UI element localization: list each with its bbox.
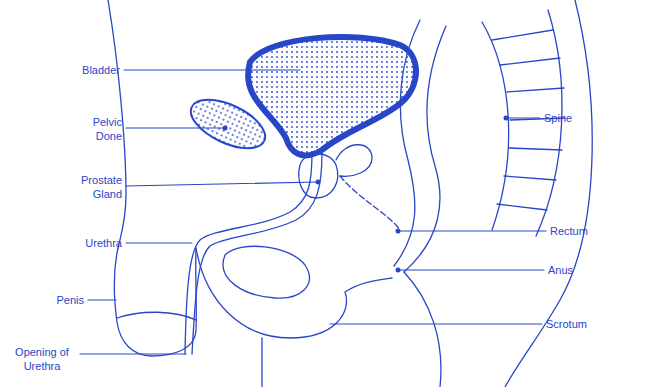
leader-dot — [396, 268, 401, 273]
part-label: Rectum — [550, 224, 640, 238]
leader-line — [88, 299, 116, 300]
leader-line — [126, 182, 318, 186]
part-label: Bladder — [40, 63, 120, 77]
leader-line — [398, 230, 546, 231]
pelvic-bone — [184, 90, 273, 158]
part-label: Pelvic Done — [70, 115, 122, 143]
leader-line — [80, 353, 186, 354]
part-label: Anus — [548, 263, 638, 277]
leader-line — [330, 323, 542, 324]
leader-dot — [396, 229, 401, 234]
part-label: Prostate Gland — [50, 173, 122, 201]
leader-dot — [223, 126, 228, 131]
testis-outline — [223, 246, 309, 298]
leader-line — [398, 269, 544, 270]
vesicle-outline — [336, 145, 372, 177]
part-label: Urethra — [40, 236, 122, 250]
rectum-wall — [394, 20, 420, 266]
leader-dot — [504, 116, 509, 121]
bladder-wall — [248, 37, 416, 155]
spine-edge — [482, 22, 509, 230]
leader-dot — [316, 180, 321, 185]
leader-line — [506, 117, 540, 118]
thigh-line — [261, 338, 262, 387]
buttock-line — [404, 272, 441, 387]
vas-line — [340, 176, 400, 230]
part-label: Spine — [544, 111, 634, 125]
penis-outline — [114, 248, 196, 356]
leader-line — [124, 69, 300, 70]
part-label: Opening of Urethra — [4, 345, 80, 373]
part-label: Penis — [20, 293, 84, 307]
leader-line — [126, 242, 192, 243]
glans-line — [117, 312, 196, 320]
rectum-wall — [404, 26, 446, 272]
leader-line — [126, 127, 225, 128]
part-label: Scrotum — [546, 317, 636, 331]
